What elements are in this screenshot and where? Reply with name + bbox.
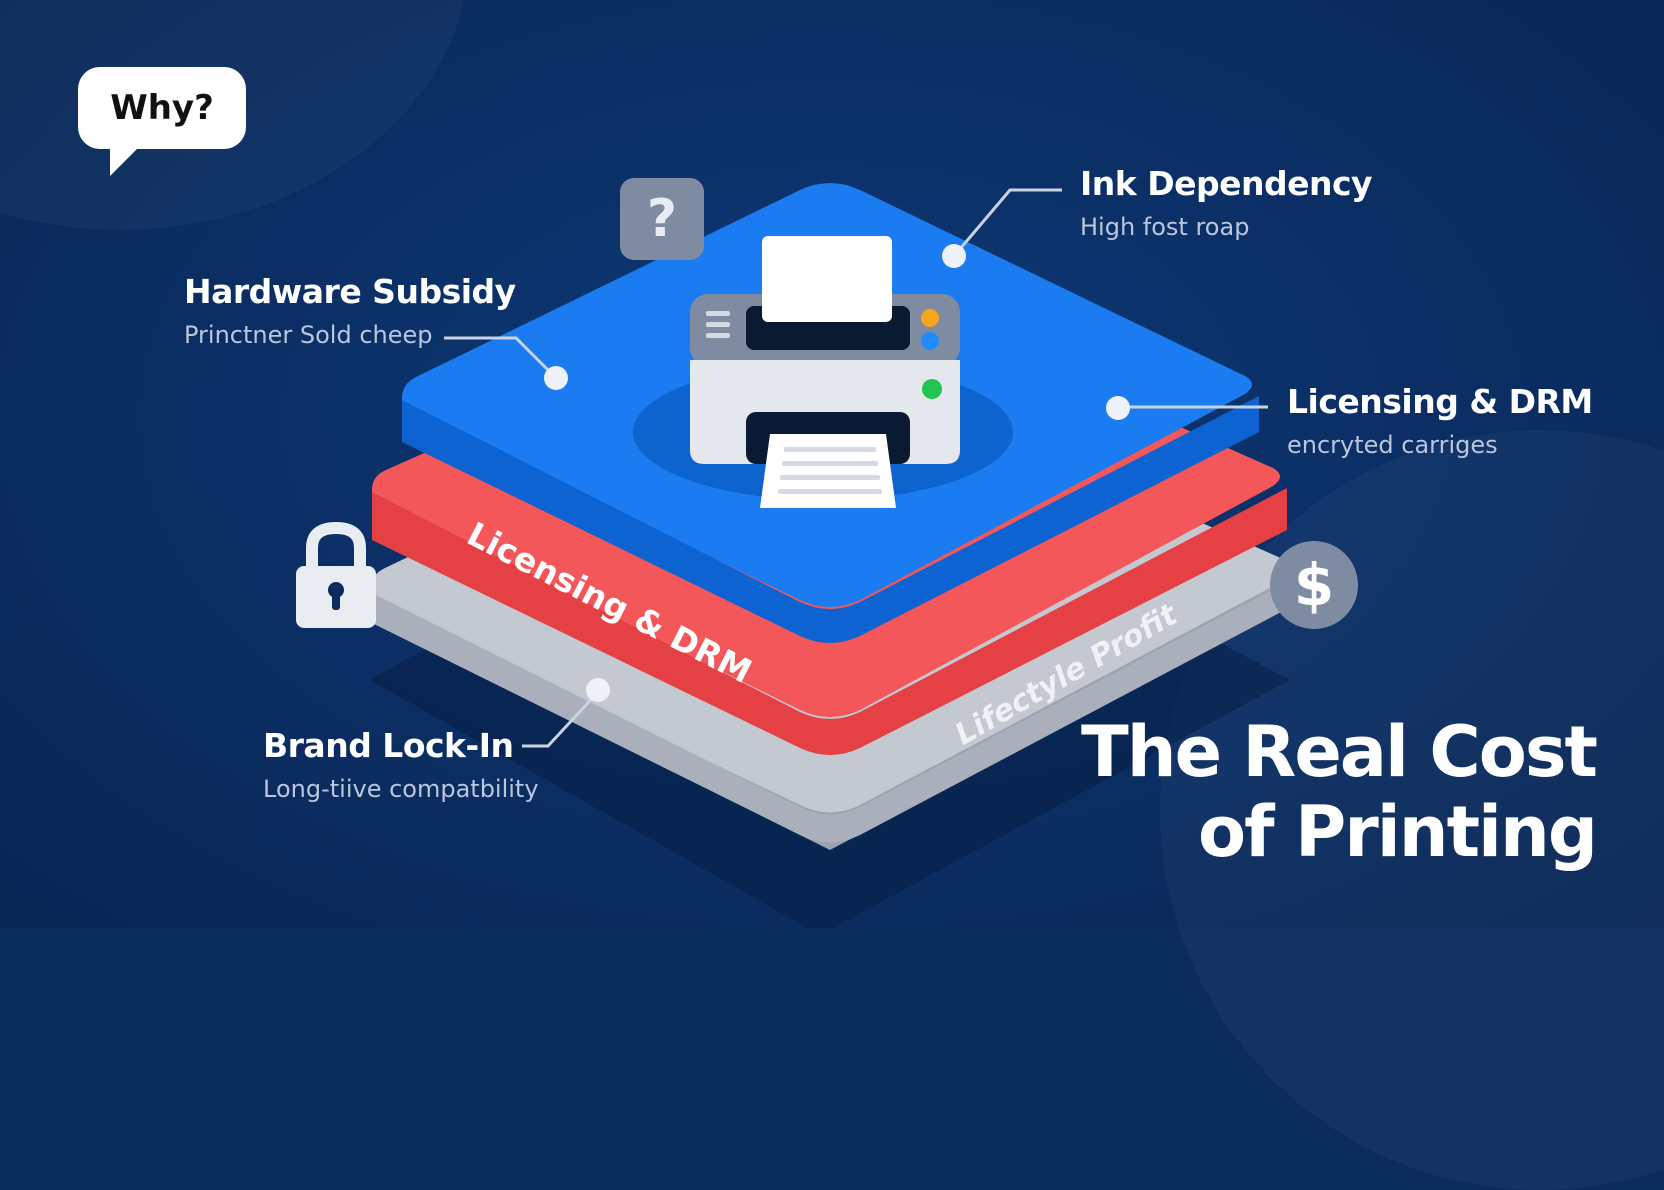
main-title: The Real Cost of Printing	[1081, 711, 1598, 873]
hardware-connector	[444, 336, 558, 380]
lock-icon	[296, 521, 376, 628]
why-text: Why?	[110, 88, 214, 128]
callout-brand-lock-in: Brand Lock-In Long-tiive compatbility	[263, 726, 539, 803]
title-line-1: The Real Cost	[1081, 711, 1598, 793]
ink-connector	[952, 188, 1062, 257]
green-indicator	[922, 379, 942, 399]
callout-licensing-drm: Licensing & DRM encryted carriges	[1287, 382, 1593, 459]
callout-title: Ink Dependency	[1080, 164, 1373, 203]
callout-subtitle: Long-tiive compatbility	[263, 775, 539, 803]
callout-subtitle: encryted carriges	[1287, 431, 1498, 459]
dollar-icon: $	[1270, 541, 1358, 629]
speech-bubble-tail	[110, 146, 140, 176]
callout-subtitle: Princtner Sold cheep	[184, 321, 433, 349]
orange-indicator	[921, 309, 939, 327]
callout-title: Licensing & DRM	[1287, 382, 1593, 421]
callout-title: Brand Lock-In	[263, 726, 514, 765]
printed-page	[760, 434, 896, 508]
printer-icon	[690, 236, 960, 508]
connector-lines	[444, 188, 1268, 748]
why-speech-bubble: Why?	[78, 67, 246, 149]
callout-title: Hardware Subsidy	[184, 272, 516, 311]
connector-dots	[544, 244, 1130, 702]
callout-ink-dependency: Ink Dependency High fost roap	[1080, 164, 1373, 241]
dollar-glyph: $	[1293, 551, 1335, 619]
title-line-2: of Printing	[1198, 791, 1598, 873]
brand-connector	[522, 690, 600, 748]
question-glyph: ?	[646, 189, 678, 249]
callout-hardware-subsidy: Hardware Subsidy Princtner Sold cheep	[184, 272, 516, 349]
callout-subtitle: High fost roap	[1080, 213, 1250, 241]
blue-indicator	[921, 332, 939, 350]
question-icon: ?	[620, 178, 704, 260]
layer-stack-illustration	[296, 183, 1300, 928]
